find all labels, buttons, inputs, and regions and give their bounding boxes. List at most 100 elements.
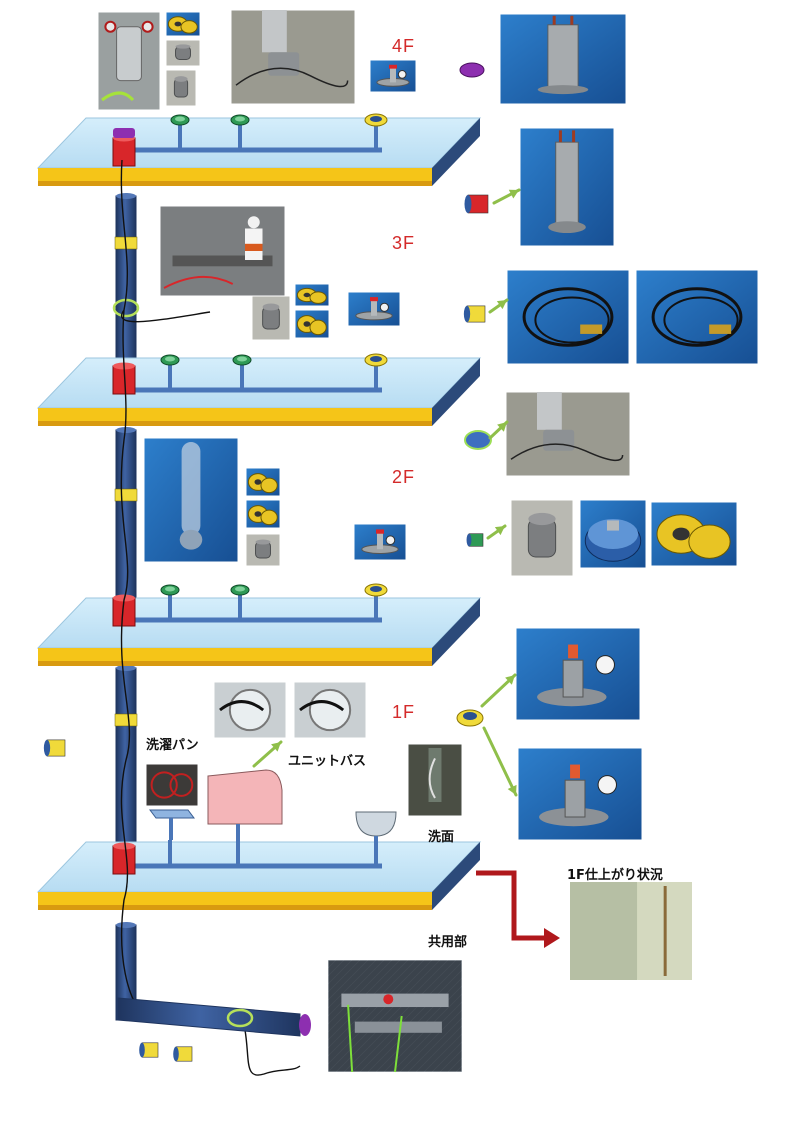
main-arrow-head	[544, 928, 560, 948]
caption-unit-bath: ユニットバス	[288, 754, 367, 769]
photo-4f-gauge	[369, 59, 417, 93]
caption-1f-finish: 1F仕上がり状況	[567, 868, 663, 883]
callout-arrow-blue	[488, 420, 509, 440]
loose-band-b	[173, 1046, 193, 1062]
slab-1f-front-shade	[38, 905, 432, 910]
photo-3f-gauge-valve	[370, 297, 378, 302]
photo-1f-washbasin	[407, 743, 463, 817]
photo-2f-reels	[245, 467, 281, 497]
floor-label-1f: 1F	[392, 702, 416, 722]
photo-3f-reels-hub	[303, 321, 311, 327]
photo-4f-cap-top	[174, 76, 188, 82]
photo-3f-reels-hub	[303, 292, 311, 298]
photo-basement-pipes	[327, 959, 463, 1073]
branch-4f-fitting-2	[364, 113, 388, 127]
photo-cable-coil-1	[506, 269, 630, 365]
photo-2f-reels	[245, 499, 281, 529]
branch-2f	[125, 583, 388, 623]
callout-arrow-valve-1-head	[505, 675, 515, 685]
loose-yellow-cap-face	[463, 712, 477, 720]
photo-cable-coil-1-coil-a	[522, 287, 614, 347]
loose-red-collar	[464, 194, 489, 214]
main-arrow-1f-finish	[476, 870, 560, 948]
photo-2f-gauge-valve	[376, 529, 384, 534]
branch-4f-fitting-0	[170, 114, 190, 126]
photo-plug-yellow	[650, 501, 738, 567]
photo-3f-reels	[294, 309, 330, 339]
loose-yellow-band	[463, 305, 486, 323]
photo-top-vacuum-unit-body	[547, 24, 579, 91]
photo-gauge-valve-1-body	[562, 659, 584, 698]
photo-gauge-valve-2-body	[564, 779, 586, 818]
branch-2f-fitting-0	[160, 584, 180, 596]
branch-3f-fitting-2	[364, 353, 388, 367]
collar-4f	[112, 134, 136, 167]
branch-3f-fitting-1-hl	[237, 356, 247, 362]
photo-cable-coil-2	[635, 269, 759, 365]
branch-2f-fitting-1	[230, 584, 250, 596]
photo-cable-coil-2-plug	[709, 324, 732, 334]
photo-gauge-valve-1-dial	[595, 655, 615, 675]
slab-4f-front-shade	[38, 181, 432, 186]
photo-riser-vacuum-unit-foot	[548, 221, 586, 234]
photo-3f-worker-pipe	[172, 255, 273, 267]
collar-1f-rim	[113, 842, 135, 850]
photo-1f-laundry-drain-bg	[145, 763, 199, 807]
photo-4f-pump-unit-tank	[116, 26, 142, 82]
photo-2f-reels-hub	[254, 511, 262, 517]
caption-washbasin: 洗面	[428, 830, 455, 845]
loose-yellow-band-left	[43, 739, 66, 757]
photo-4f-pipe-floor	[230, 9, 356, 105]
riser-segment-3f-2f-body	[115, 429, 137, 611]
basement-pipe-body	[117, 997, 301, 1037]
branch-2f-fitting-2	[364, 583, 388, 597]
photo-3f-reels-reel-b	[309, 319, 327, 336]
photo-2f-cap	[245, 533, 281, 567]
riser-segment-basement-top	[116, 922, 136, 928]
photo-2f-inner-pipe-bulb	[179, 529, 203, 550]
photo-gauge-valve-2-dial	[597, 775, 617, 795]
photo-2f-gauge-stem	[377, 531, 383, 550]
branch-3f-fitting-1	[232, 354, 252, 366]
callout-arrow-yellow	[488, 298, 509, 314]
photo-plug-cap-top	[528, 512, 556, 526]
floor-label-3f: 3F	[392, 233, 416, 253]
riser-segment-4f-3f-top	[116, 193, 136, 199]
photo-top-vacuum-unit	[499, 13, 627, 105]
loose-yellow-band-face	[463, 305, 471, 323]
collar-1f	[112, 842, 136, 875]
photo-4f-pump-unit-hose	[101, 91, 135, 102]
photo-4f-reels	[165, 11, 201, 37]
branch-3f-fitting-0-hl	[165, 356, 175, 362]
photo-1f-laundry-drain	[145, 763, 199, 807]
loose-band-a-face	[139, 1042, 145, 1058]
band-2f	[114, 488, 138, 502]
callout-arrow-valve-2	[482, 726, 518, 797]
photo-3f-gauge-dial	[379, 302, 389, 312]
photo-4f-cap	[165, 39, 201, 67]
laundry-pan-fixture	[149, 809, 195, 819]
branch-3f-fitting-2-hl	[370, 356, 382, 362]
slab-3f	[36, 357, 482, 426]
photo-cable-coil-1-plug	[580, 324, 603, 334]
loose-fittings	[456, 62, 492, 727]
photo-4f-gauge-stem	[390, 66, 396, 83]
collar-4f-body	[112, 137, 136, 167]
photo-4f-cap	[165, 69, 197, 107]
riser-segment-4f-3f-body	[115, 195, 137, 371]
band-1f	[114, 713, 138, 727]
photo-1f-laundry-drain-coil-a	[150, 771, 178, 799]
photo-4f-gauge-valve	[389, 64, 397, 69]
caption-laundry-pan: 洗濯パン	[146, 738, 199, 753]
callout-arrow-blue-head	[497, 422, 507, 432]
branch-4f-fitting-2-hl	[370, 116, 382, 122]
loose-yellow-band-left-face	[43, 739, 51, 757]
callout-arrow-valve-2-shaft	[482, 726, 518, 797]
photo-2f-gauge	[353, 523, 407, 561]
slab-4f	[36, 117, 482, 186]
riser-segment-3f-2f	[115, 427, 137, 611]
loose-purple-cap	[459, 62, 485, 78]
inspection-cable	[120, 159, 301, 1076]
photo-1f-bath-drain-1-ring	[228, 688, 272, 732]
